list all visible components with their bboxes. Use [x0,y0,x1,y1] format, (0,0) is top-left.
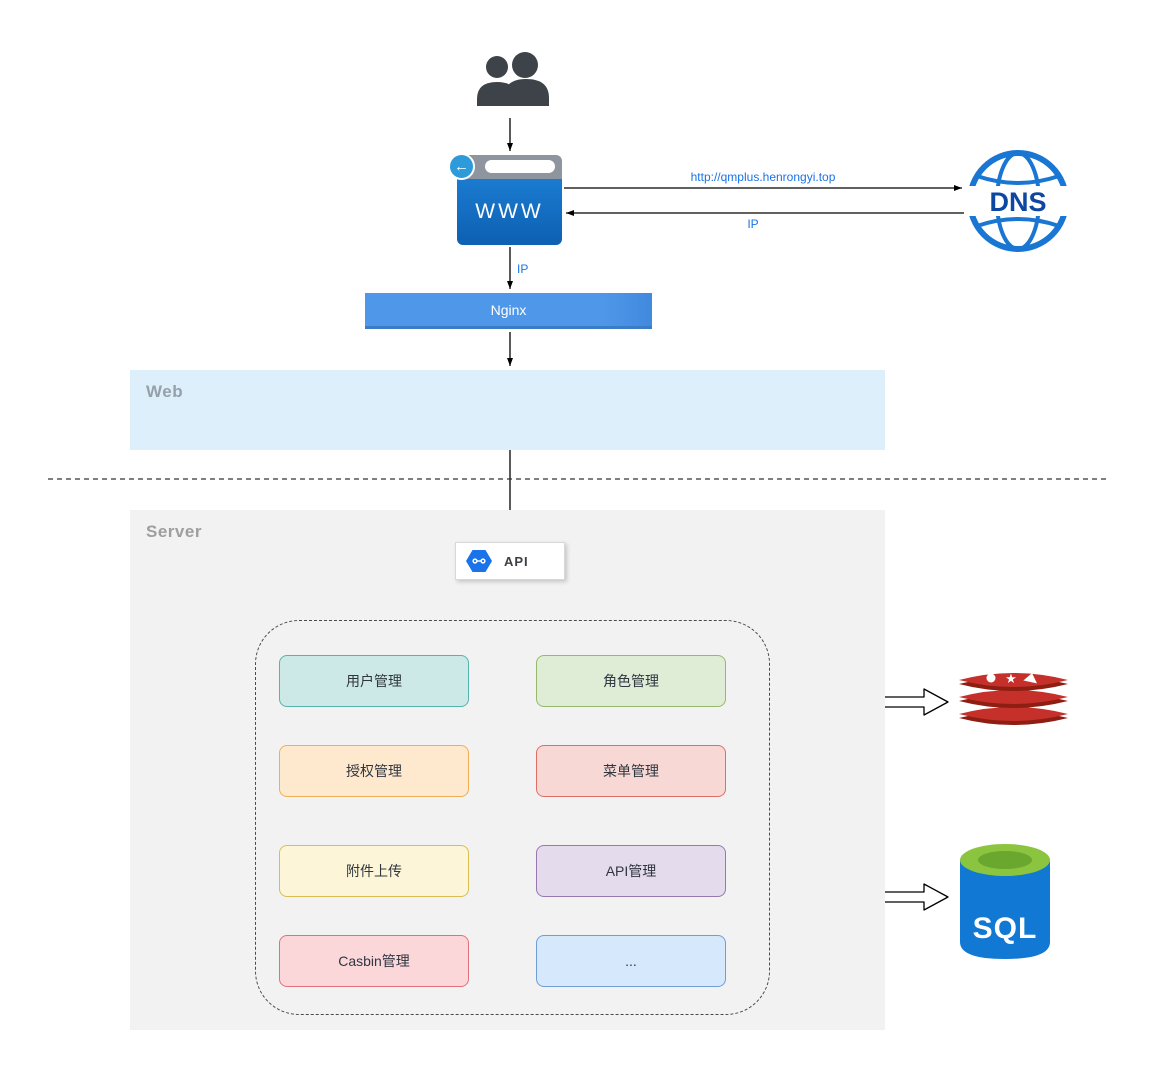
module-label: ... [625,953,637,969]
url-edge-label: http://qmplus.henrongyi.top [690,170,836,184]
www-label: WWW [475,200,544,223]
nginx-node: Nginx [365,293,652,329]
users-icon [477,52,549,106]
ip-edge-label-nginx: IP [517,262,529,276]
module-label: 附件上传 [346,863,402,879]
module-api-management: API管理 [536,845,726,897]
module-more: ... [536,935,726,987]
module-label: 菜单管理 [603,763,659,779]
dns-label: DNS [989,187,1046,217]
sql-database-icon: SQL [960,844,1050,959]
web-tier-zone: Web [130,370,885,450]
module-auth-management: 授权管理 [279,745,469,797]
api-node: API [455,542,565,580]
module-user-management: 用户管理 [279,655,469,707]
redis-icon: ★ [959,672,1068,725]
server-zone-label: Server [146,522,202,541]
module-label: Casbin管理 [338,953,410,969]
api-label: API [504,553,529,569]
module-label: 用户管理 [346,673,402,689]
module-menu-management: 菜单管理 [536,745,726,797]
module-label: 授权管理 [346,763,402,779]
nginx-label: Nginx [490,301,527,318]
sql-label: SQL [973,912,1038,945]
svg-text:★: ★ [1005,672,1017,687]
module-attachment-upload: 附件上传 [279,845,469,897]
web-zone-label: Web [146,382,184,401]
module-group-container [255,620,770,1015]
api-hexagon-icon [466,550,492,572]
browser-body: WWW [457,179,562,245]
ip-edge-label-dns: IP [747,217,759,231]
back-arrow-icon: ← [448,153,475,180]
module-role-management: 角色管理 [536,655,726,707]
module-casbin-management: Casbin管理 [279,935,469,987]
module-label: API管理 [605,863,657,879]
module-label: 角色管理 [603,673,659,689]
browser-toolbar [457,155,562,179]
browser-address-bar [485,160,555,173]
browser-node: WWW ← [448,153,562,245]
dns-globe-icon: DNS [967,150,1069,252]
